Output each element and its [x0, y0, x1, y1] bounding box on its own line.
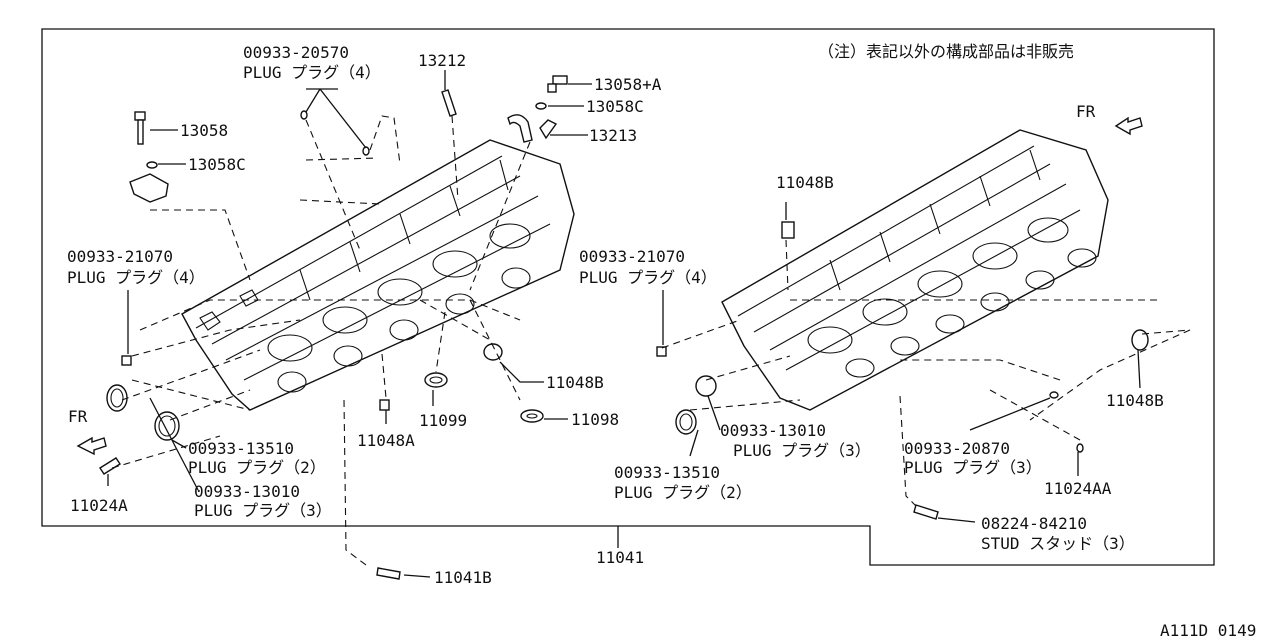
fr-label-left: FR: [68, 407, 88, 426]
dashed-guides: [111, 115, 1191, 569]
seal-11048b-right-icon: [1131, 329, 1149, 351]
label-13058c-left: 13058C: [188, 155, 246, 174]
stud-11024a-icon: [99, 457, 121, 475]
label-plug-20870: PLUG プラグ（3）: [904, 458, 1042, 477]
plug-21070-left-icon: [121, 355, 132, 366]
leader-lines: [107, 70, 1141, 578]
stud-11041b-icon: [376, 567, 401, 580]
label-stud-84210: STUD スタッド（3）: [981, 534, 1135, 553]
sensor-13058a-icon: [547, 75, 568, 93]
fr-indicator-left: FR: [68, 407, 107, 456]
figure-id: A111D 0149: [1160, 621, 1256, 639]
hose-13213-icon: [507, 114, 558, 143]
label-plug-21070-left: PLUG プラグ（4）: [67, 268, 205, 287]
bracket-13058c-icon: [129, 173, 169, 203]
label-11024a: 11024A: [70, 496, 128, 515]
fr-arrow-left-icon: [76, 436, 107, 456]
label-08224-84210: 08224-84210: [981, 514, 1087, 533]
label-11048b-top: 11048B: [776, 173, 834, 192]
label-00933-20570: 00933-20570: [243, 43, 349, 62]
label-11041: 11041: [596, 548, 644, 567]
label-11098: 11098: [571, 410, 619, 429]
plug-20570-a-icon: [300, 110, 308, 120]
note-text: （注）表記以外の構成部品は非販売: [818, 42, 1074, 61]
label-11099: 11099: [419, 411, 467, 430]
label-00933-21070-left: 00933-21070: [67, 247, 173, 266]
label-plug-13010-right: PLUG プラグ（3）: [733, 441, 871, 460]
fr-indicator-right: FR: [1076, 102, 1143, 136]
label-00933-13510-left: 00933-13510: [188, 439, 294, 458]
gasket-11098-icon: [520, 409, 544, 423]
label-11024aa: 11024AA: [1044, 479, 1112, 498]
label-00933-13010-right: 00933-13010: [720, 421, 826, 440]
plug-13510-left-icon: [154, 411, 180, 441]
plug-21070-right-icon: [656, 346, 667, 357]
plug-20870-icon: [1049, 391, 1059, 399]
label-00933-21070-right: 00933-21070: [579, 247, 685, 266]
label-13058: 13058: [180, 121, 228, 140]
label-11048b-right: 11048B: [1106, 391, 1164, 410]
label-plug-20570: PLUG プラグ（4）: [243, 63, 381, 82]
plug-13510-right-icon: [675, 409, 697, 435]
stud-84210-icon: [913, 504, 939, 520]
bolt-13058-icon: [134, 111, 146, 145]
washer-13058c-left-icon: [146, 161, 158, 169]
label-plug-13510-left: PLUG プラグ（2）: [188, 458, 326, 477]
plug-13010-left-icon: [106, 384, 128, 412]
label-plug-13010-left: PLUG プラグ（3）: [194, 501, 332, 520]
plug-20570-b-icon: [362, 146, 370, 156]
label-plug-21070-right: PLUG プラグ（4）: [579, 268, 717, 287]
label-00933-20870: 00933-20870: [904, 439, 1010, 458]
label-00933-13510-right: 00933-13510: [614, 463, 720, 482]
seal-11048b-top-icon: [781, 221, 795, 239]
label-11048b-mid: 11048B: [546, 373, 604, 392]
label-00933-13010-left: 00933-13010: [194, 482, 300, 501]
pin-11048a-icon: [379, 399, 390, 411]
right-cylinder-head: [721, 129, 1109, 411]
stud-11024aa-icon: [1076, 443, 1084, 453]
ring-11099-icon: [424, 372, 448, 388]
label-11041b: 11041B: [434, 568, 492, 587]
label-13212: 13212: [418, 51, 466, 70]
label-plug-13510-right: PLUG プラグ（2）: [614, 483, 752, 502]
plug-13010-right-icon: [695, 375, 717, 397]
label-13058c-top: 13058C: [586, 97, 644, 116]
label-13058a: 13058+A: [594, 75, 662, 94]
left-cylinder-head: [181, 139, 575, 411]
washer-13058c-top-icon: [535, 102, 547, 110]
assembly-border: [41, 28, 1215, 566]
label-11048a: 11048A: [357, 431, 415, 450]
fr-label-right: FR: [1076, 102, 1096, 121]
fr-arrow-right-icon: [1114, 116, 1143, 136]
pin-13212-icon: [441, 89, 457, 117]
label-13213: 13213: [589, 126, 637, 145]
